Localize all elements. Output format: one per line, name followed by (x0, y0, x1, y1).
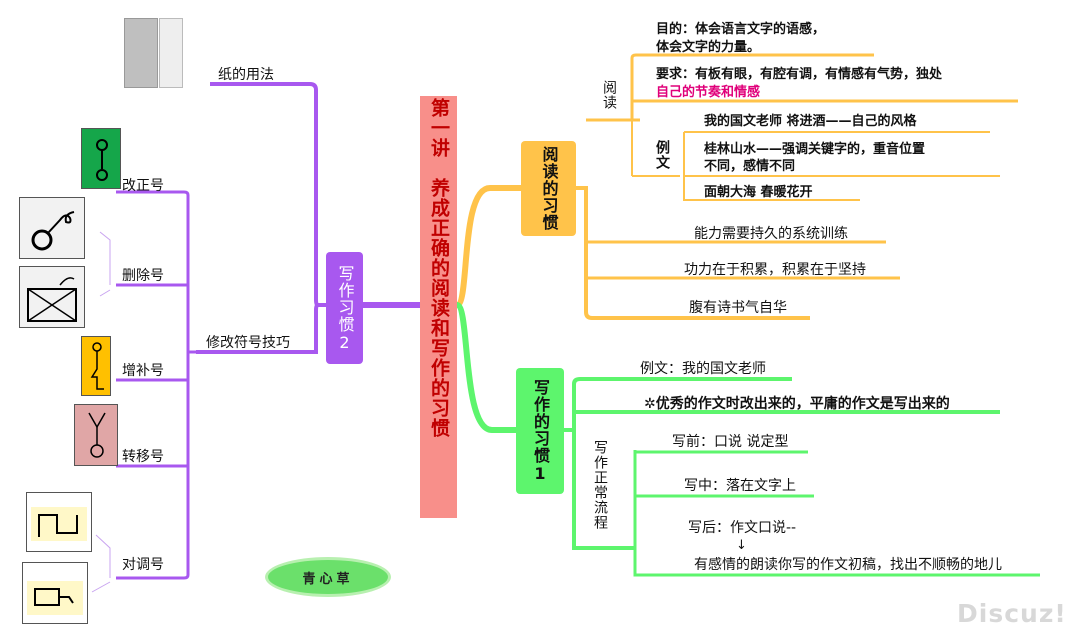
reading-branch-label: 阅读 (601, 80, 617, 110)
paper-usage: 纸的用法 (218, 67, 274, 83)
writing-after: 写后：作文口说-- (688, 520, 797, 536)
correct-mark-icon (81, 128, 121, 189)
swap-mark-icon (26, 492, 92, 552)
central-topic: 第一讲 养成正确的阅读和写作的习惯 (420, 96, 457, 518)
reading-item-1: 能力需要持久的系统训练 (694, 226, 848, 242)
mark-swap: 对调号 (122, 557, 164, 573)
writing-habit-2-label: 写作习惯 (335, 264, 355, 333)
central-title: 第一讲 养成正确的阅读和写作的习惯 (428, 98, 450, 438)
writing-quote: ✲优秀的作文时改出来的，平庸的作文是写出来的 (644, 396, 950, 412)
reading-example-2-cont: 不同，感情不同 (704, 159, 796, 174)
reading-item-2: 功力在于积累，积累在于坚持 (684, 262, 866, 278)
down-arrow-icon: ↓ (736, 538, 747, 553)
writing-during: 写中：落在文字上 (684, 478, 796, 494)
writing-habit-1-node: 写作的习惯 1 (516, 368, 564, 494)
reading-purpose-line2: 体会文字的力量。 (656, 40, 761, 55)
example-label: 例文 (654, 140, 670, 170)
reading-example-2: 桂林山水——强调关键字的，重音位置 (704, 142, 926, 157)
insert-mark-icon (81, 336, 111, 396)
reading-item-3: 腹有诗书气自华 (689, 300, 787, 316)
mark-insert: 增补号 (122, 363, 164, 379)
writing-example: 例文：我的国文老师 (640, 361, 766, 377)
writing-after-detail: 有感情的朗读你写的作文初稿，找出不顺畅的地儿 (694, 557, 1002, 573)
mark-correct: 改正号 (122, 178, 164, 194)
paper-image-side (159, 18, 183, 88)
reading-requirement-line1: 要求：有板有眼，有腔有调，有情感有气势，独处 (656, 67, 943, 82)
reading-example-3: 面朝大海 春暖花开 (704, 185, 813, 200)
reading-example-1: 我的国文老师 将进酒——自己的风格 (704, 114, 917, 129)
correction-symbols: 修改符号技巧 (206, 335, 290, 351)
reading-purpose-line1: 目的：体会语言文字的语感， (656, 22, 826, 37)
swap-mark-icon-2 (22, 562, 88, 624)
writing-habit-2-number: 2 (339, 332, 350, 352)
writing-habit-1-number: 1 (534, 464, 546, 483)
reading-requirement-line2: 自己的节奏和情感 (656, 85, 761, 100)
delete-box-mark-icon (19, 266, 85, 328)
discuz-watermark: Discuz! (957, 599, 1067, 628)
writing-habit-1-label: 写作的习惯 (531, 379, 550, 464)
paper-image (124, 18, 158, 88)
reading-habit-label: 阅读的习惯 (539, 146, 559, 231)
writing-before: 写前：口说 说定型 (672, 434, 789, 450)
reading-habit-node: 阅读的习惯 (521, 141, 576, 236)
logo-text: 青心草 (302, 571, 354, 587)
mark-delete: 删除号 (122, 268, 164, 284)
writing-process-label: 写作正常流程 (592, 440, 608, 530)
mark-transfer: 转移号 (122, 449, 164, 465)
writing-habit-2-node: 写作习惯 2 (326, 252, 363, 364)
qingxincao-logo: 青心草 (268, 560, 388, 594)
transfer-mark-icon (74, 404, 118, 466)
delete-mark-icon (19, 197, 85, 259)
